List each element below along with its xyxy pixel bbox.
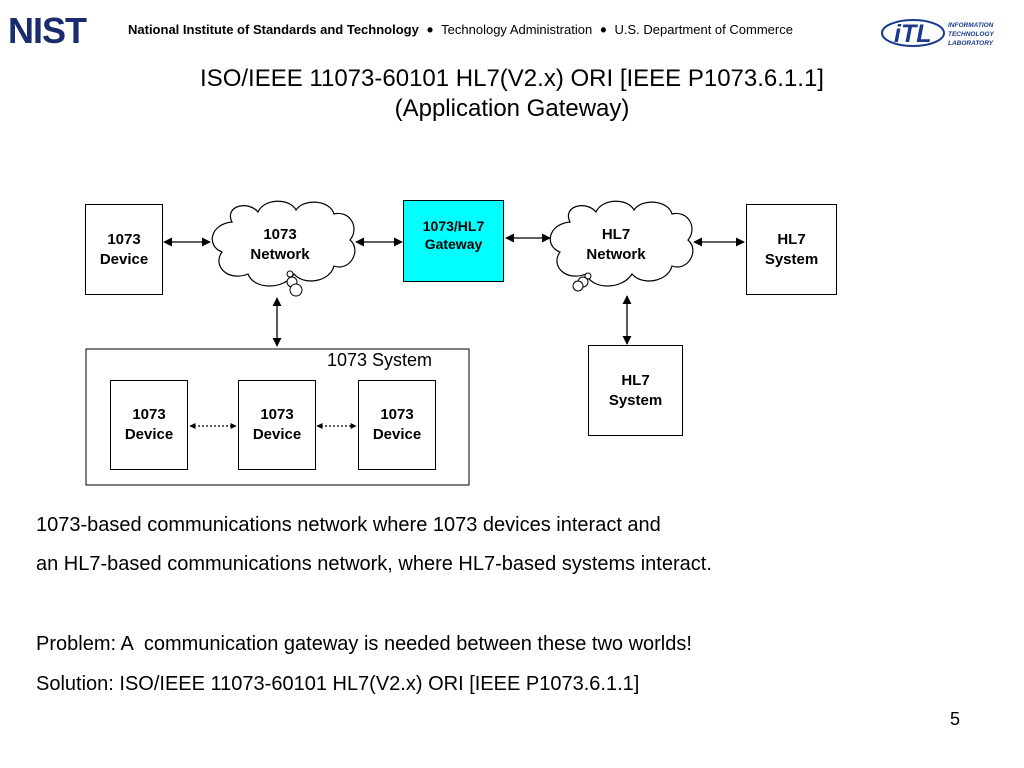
header-bullet: • [426, 20, 434, 40]
network-1073-cloud [211, 200, 356, 297]
page-number: 5 [950, 709, 961, 729]
body-line-2: an HL7-based communications network, whe… [36, 553, 712, 575]
header-org: National Institute of Standards and Tech… [128, 22, 419, 37]
body-line-1: 1073-based communications network where … [36, 514, 661, 536]
device-left-line2: Device [99, 250, 149, 268]
itl-logo-mark: iTL [894, 20, 932, 48]
network-hl7-line1: HL7 [601, 226, 631, 243]
slide-title: ISO/IEEE 11073-60101 HL7(V2.x) ORI [IEEE… [0, 64, 1024, 124]
header-dept2: U.S. Department of Commerce [614, 22, 793, 37]
hl7-system-bottom-line1: HL7 [621, 371, 650, 389]
body-solution: Solution: ISO/IEEE 11073-60101 HL7(V2.x)… [36, 673, 640, 695]
system-device-3-line1: 1073 [380, 406, 414, 423]
network-1073-line2: Network [250, 246, 310, 263]
system-device-3-line2: Device [372, 426, 422, 443]
hl7-system-bottom-line2: System [608, 391, 663, 409]
header-dept1: Technology Administration [441, 22, 593, 37]
device-left-line1: 1073 [107, 230, 141, 248]
body-problem: Problem: A communication gateway is need… [36, 633, 692, 655]
header-bullet: • [600, 20, 607, 40]
system-device-1-line2: Device [124, 426, 174, 443]
nist-logo-text: NIST [8, 14, 87, 46]
itl-logo-line2: TECHNOLOGY [948, 31, 995, 38]
system-1073-label: 1073 System [327, 350, 433, 370]
hl7-system-right-line1: HL7 [777, 230, 806, 248]
system-device-2-line2: Device [252, 426, 302, 443]
network-hl7-cloud [549, 200, 694, 292]
header-bar: National Institute of Standards and Tech… [128, 20, 793, 41]
title-line2: (Application Gateway) [394, 95, 630, 122]
itl-logo: iTL INFORMATION TECHNOLOGY LABORATORY [880, 16, 1004, 50]
system-device-2-line1: 1073 [260, 406, 294, 423]
gateway-line1: 1073/HL7 [422, 218, 485, 234]
itl-logo-line3: LABORATORY [948, 40, 994, 47]
network-1073-line1: 1073 [263, 226, 297, 243]
title-line1: ISO/IEEE 11073-60101 HL7(V2.x) ORI [IEEE… [200, 65, 824, 92]
system-device-1-line1: 1073 [132, 406, 166, 423]
hl7-system-right-line2: System [764, 250, 819, 268]
itl-logo-line1: INFORMATION [948, 22, 994, 29]
network-hl7-line2: Network [586, 246, 646, 263]
nist-logo: NIST [8, 10, 113, 51]
gateway-line2: Gateway [424, 236, 483, 252]
